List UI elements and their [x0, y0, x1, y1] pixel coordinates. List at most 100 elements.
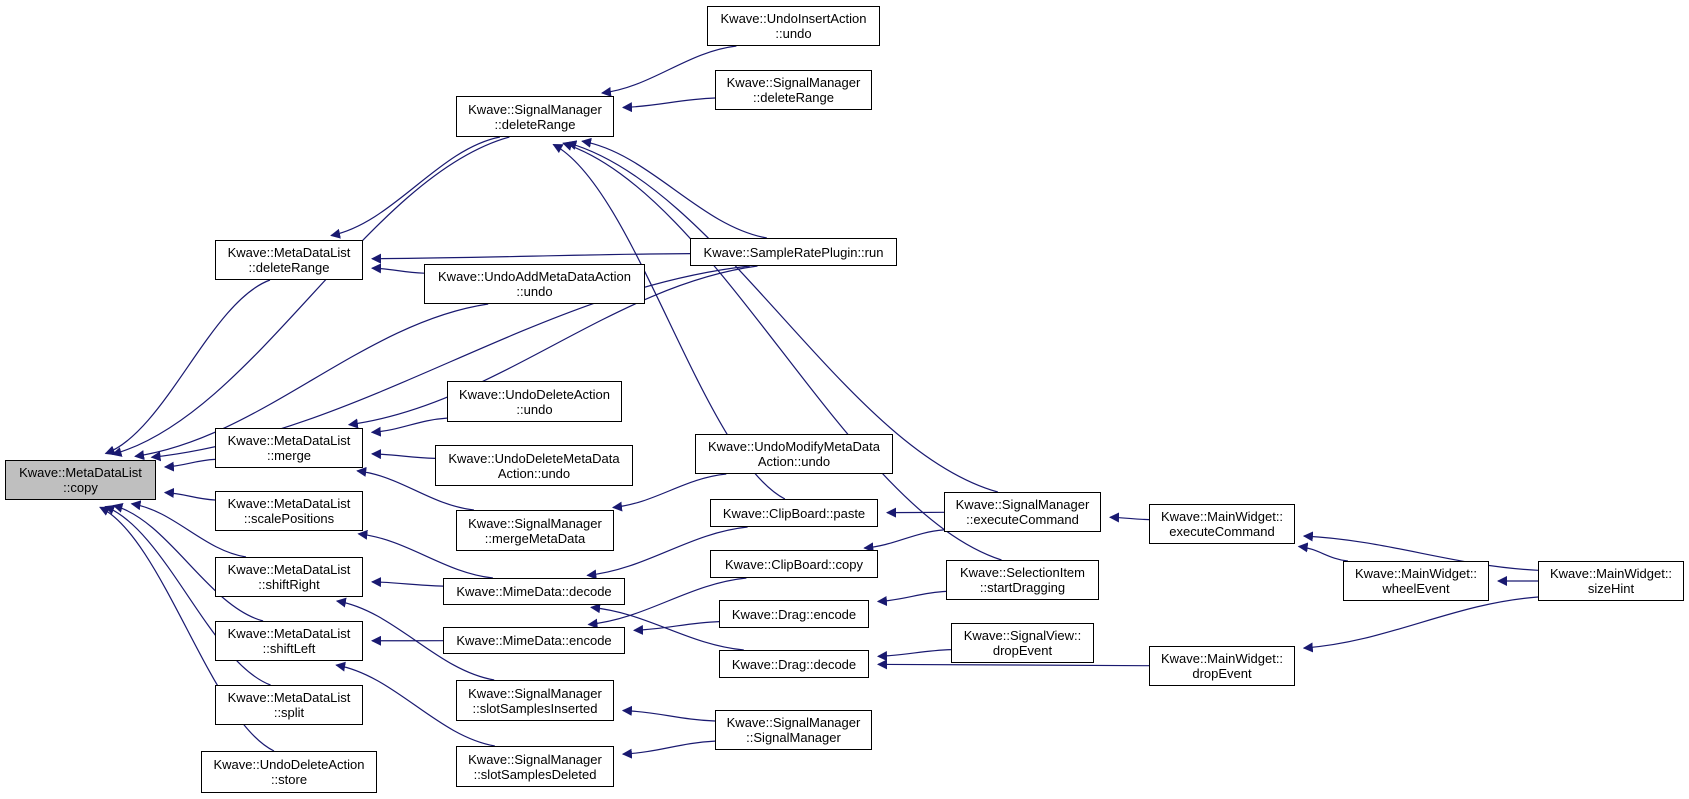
node-label-line-1: Kwave::Drag::decode	[731, 656, 857, 672]
edge-mdl_shiftRight-md_decode	[371, 577, 444, 588]
edge-md_encode-drag_encode	[633, 621, 720, 635]
edge-mdl_merge-udmd_undo	[371, 449, 436, 460]
node-label-line-2: ::store	[270, 772, 308, 787]
node-label-line-2: ::shiftRight	[258, 577, 320, 592]
node-label-line-2: ::deleteRange	[753, 90, 834, 105]
node-label-line-2: ::undo	[516, 401, 553, 417]
node-label-line-2: dropEvent	[992, 643, 1053, 658]
edge-mdl_merge-srp_run	[347, 265, 758, 429]
node-mainwidget-sizehint[interactable]: Kwave::MainWidget:: sizeHint	[1538, 561, 1684, 601]
node-label-line-1: Kwave::MimeData::decode	[456, 584, 612, 599]
edge-sm_deleteRange_a-sm_deleteRange_b	[622, 97, 716, 113]
node-label-line-1: Kwave::SignalManager	[468, 515, 602, 531]
edge-root-mdl_shiftRight	[130, 500, 247, 558]
node-drag-encode[interactable]: Kwave::Drag::encode	[719, 600, 869, 628]
node-label-line-1: Kwave::SignalManager	[468, 751, 602, 767]
node-label-line-1: Kwave::MimeData::encode	[456, 633, 612, 648]
node-signalmanager-slotsamplesinserted[interactable]: Kwave::SignalManager ::slotSamplesInsert…	[456, 680, 614, 721]
node-clipboard-paste[interactable]: Kwave::ClipBoard::paste	[710, 499, 878, 527]
node-metadatalist-shiftright[interactable]: Kwave::MetaDataList ::shiftRight	[215, 557, 363, 597]
edge-drag_decode-mw_dropEvent	[877, 659, 1150, 670]
node-label-line-1: Kwave::MainWidget::	[1549, 566, 1673, 581]
node-label-line-1: Kwave::SignalManager	[955, 497, 1090, 512]
node-label-line-1: Kwave::MetaDataList	[227, 496, 351, 511]
node-label-line-2: ::undo	[775, 26, 812, 41]
node-label-line-1: Kwave::UndoAddMetaDataAction	[438, 269, 631, 284]
node-undoaddmetadataaction-undo[interactable]: Kwave::UndoAddMetaDataAction ::undo	[424, 264, 645, 304]
node-signalmanager-deleterange-a[interactable]: Kwave::SignalManager ::deleteRange	[456, 96, 614, 137]
edge-mdl_scalePositions-md_decode	[357, 529, 493, 579]
node-metadatalist-deleterange[interactable]: Kwave::MetaDataList ::deleteRange	[215, 240, 363, 280]
edge-root-mdl_scalePositions	[163, 487, 216, 501]
edge-sm_slotSamplesDeleted-sm_signalManager	[621, 740, 716, 759]
node-label-line-1: Kwave::Drag::encode	[731, 606, 857, 622]
edge-sm_deleteRange_a-uia_undo	[601, 45, 737, 97]
node-undodeleteaction-undo[interactable]: Kwave::UndoDeleteAction ::undo	[447, 381, 622, 422]
node-undodeletemetadataaction-undo[interactable]: Kwave::UndoDeleteMetaData Action::undo	[435, 445, 633, 486]
edge-sm_deleteRange_a-srp_run	[581, 137, 767, 239]
node-label-line-1: Kwave::SignalManager	[468, 685, 602, 701]
node-label-line-2: Action::undo	[757, 454, 831, 469]
node-label-line-2: wheelEvent	[1382, 581, 1450, 596]
edge-md_decode-cb_paste	[586, 526, 748, 580]
edge-mdl_merge-sm_mergeMetaData	[356, 466, 474, 511]
node-label-line-2: ::deleteRange	[248, 260, 330, 275]
node-metadatalist-split[interactable]: Kwave::MetaDataList ::split	[215, 685, 363, 725]
edge-mdl_deleteRange-srp_run	[371, 253, 691, 264]
node-signalmanager-constructor[interactable]: Kwave::SignalManager ::SignalManager	[715, 710, 872, 750]
edge-sm_executeCommand-mw_executeCommand	[1109, 512, 1150, 523]
node-label-line-2: ::slotSamplesInserted	[472, 700, 598, 716]
edge-root-mdl_merge	[163, 458, 216, 472]
node-signalmanager-mergemetadata[interactable]: Kwave::SignalManager ::mergeMetaData	[456, 510, 614, 551]
node-label-line-1: Kwave::SignalManager	[726, 715, 861, 730]
node-metadatalist-merge[interactable]: Kwave::MetaDataList ::merge	[215, 428, 363, 468]
edge-cb_copy-sm_executeCommand	[863, 529, 945, 553]
node-label-line-1: Kwave::UndoInsertAction	[720, 11, 867, 26]
node-clipboard-copy[interactable]: Kwave::ClipBoard::copy	[710, 550, 878, 578]
node-mainwidget-executecommand[interactable]: Kwave::MainWidget:: executeCommand	[1149, 504, 1295, 544]
node-signalmanager-slotsamplesdeleted[interactable]: Kwave::SignalManager ::slotSamplesDelete…	[456, 746, 614, 787]
node-sampleratepluginrun[interactable]: Kwave::SampleRatePlugin::run	[690, 238, 897, 266]
node-metadatalist-copy: Kwave::MetaDataList ::copy	[5, 460, 156, 500]
node-label-line-1: Kwave::MetaDataList	[227, 690, 351, 705]
node-drag-decode[interactable]: Kwave::Drag::decode	[719, 650, 869, 678]
edge-mw_executeCommand-mw_sizeHint	[1302, 531, 1539, 571]
node-label-line-1: Kwave::SampleRatePlugin::run	[703, 244, 884, 260]
node-label-line-2: ::scalePositions	[243, 511, 335, 526]
node-label-line-2: ::slotSamplesDeleted	[473, 766, 597, 782]
node-label-line-1: Kwave::UndoDeleteAction	[213, 757, 365, 772]
node-mainwidget-wheelevent[interactable]: Kwave::MainWidget:: wheelEvent	[1343, 561, 1489, 601]
edge-sm_deleteRange_a-sm_executeCommand	[566, 140, 998, 493]
node-label-line-1: Kwave::MetaDataList	[19, 465, 142, 480]
node-signalmanager-executecommand[interactable]: Kwave::SignalManager ::executeCommand	[944, 492, 1101, 532]
node-label-line-1: Kwave::ClipBoard::copy	[724, 556, 863, 572]
node-label-line-2: ::copy	[63, 480, 98, 495]
edge-mdl_merge-uda_undo	[370, 417, 448, 437]
node-mimedata-encode[interactable]: Kwave::MimeData::encode	[443, 627, 625, 654]
node-label-line-2: ::deleteRange	[494, 116, 576, 132]
node-label-line-2: sizeHint	[1587, 581, 1635, 596]
edge-drag_encode-si_startDragging	[876, 590, 947, 607]
node-signalmanager-deleterange-b[interactable]: Kwave::SignalManager ::deleteRange	[715, 70, 872, 110]
node-label-line-1: Kwave::SignalManager	[468, 101, 602, 117]
edge-root-uda_store	[99, 506, 275, 752]
node-label-line-1: Kwave::ClipBoard::paste	[722, 505, 866, 521]
node-mimedata-decode[interactable]: Kwave::MimeData::decode	[443, 578, 625, 605]
node-mainwidget-dropevent[interactable]: Kwave::MainWidget:: dropEvent	[1149, 646, 1295, 686]
node-signalview-dropevent[interactable]: Kwave::SignalView:: dropEvent	[951, 623, 1094, 663]
node-undodeleteaction-store[interactable]: Kwave::UndoDeleteAction ::store	[201, 751, 377, 793]
node-label-line-2: ::split	[273, 705, 305, 720]
node-metadatalist-shiftleft[interactable]: Kwave::MetaDataList ::shiftLeft	[215, 621, 363, 661]
node-label-line-1: Kwave::SignalView::	[963, 628, 1082, 643]
node-label-line-2: ::startDragging	[979, 580, 1066, 595]
edge-mw_dropEvent-mw_sizeHint	[1302, 596, 1539, 653]
node-undoinsertaction-undo[interactable]: Kwave::UndoInsertAction ::undo	[707, 6, 880, 46]
node-undomodifymetadataaction-undo[interactable]: Kwave::UndoModifyMetaData Action::undo	[695, 434, 893, 474]
node-label-line-2: Action::undo	[497, 465, 571, 481]
edge-sm_slotSamplesInserted-sm_signalManager	[621, 705, 716, 722]
node-selectionitem-startdragging[interactable]: Kwave::SelectionItem ::startDragging	[946, 560, 1099, 600]
node-label-line-1: Kwave::SelectionItem	[959, 565, 1085, 580]
node-metadatalist-scalepositions[interactable]: Kwave::MetaDataList ::scalePositions	[215, 491, 363, 531]
edge-root-uamd_undo	[134, 303, 489, 461]
